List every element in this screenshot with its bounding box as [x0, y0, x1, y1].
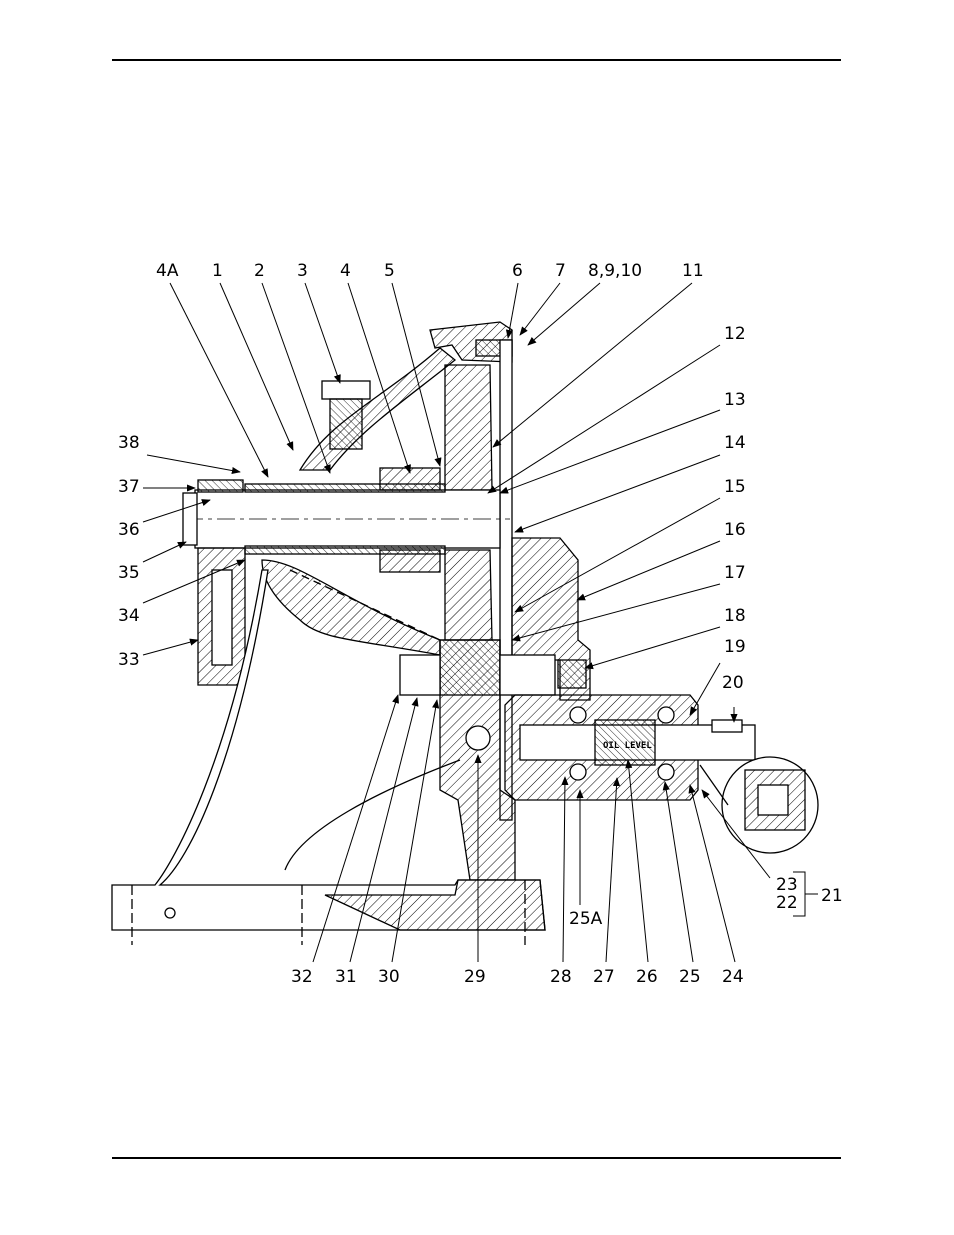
oil-sight	[466, 726, 490, 750]
head-cavity	[212, 570, 232, 665]
callout-20: 20	[722, 673, 744, 693]
callout-2: 2	[254, 261, 265, 281]
callout-19: 19	[724, 637, 746, 657]
seal-detail-lip	[758, 785, 788, 815]
callout-5: 5	[384, 261, 395, 281]
callout-15: 15	[724, 477, 746, 497]
callout-4: 4	[340, 261, 351, 281]
drawing-body	[112, 322, 818, 945]
callout-3: 3	[297, 261, 308, 281]
idler-bottom	[380, 550, 440, 572]
pump-body	[445, 365, 492, 490]
callout-29: 29	[464, 967, 486, 987]
collar	[198, 480, 243, 492]
callout-18: 18	[724, 606, 746, 626]
callout-17: 17	[724, 563, 746, 583]
bearing-right-bottom	[658, 764, 674, 780]
callout-6: 6	[512, 261, 523, 281]
callout-27: 27	[593, 967, 615, 987]
callout-26: 26	[636, 967, 658, 987]
pump-body-lower	[445, 550, 492, 640]
callout-37: 37	[118, 477, 140, 497]
callout-13: 13	[724, 390, 746, 410]
oil-level-label: OIL LEVEL	[603, 741, 652, 751]
sleeve-30	[400, 655, 440, 695]
bearing-left-bottom	[570, 764, 586, 780]
plug-body	[330, 399, 362, 449]
callout-36: 36	[118, 520, 140, 540]
callout-4a: 4A	[156, 261, 179, 281]
callout-1: 1	[212, 261, 223, 281]
callout-32: 32	[291, 967, 313, 987]
bearing-left-top	[570, 707, 586, 723]
callout-33: 33	[118, 650, 140, 670]
callout-23: 23	[776, 875, 798, 895]
plug-18	[558, 660, 586, 688]
callout-11: 11	[682, 261, 704, 281]
callout-28: 28	[550, 967, 572, 987]
coupling	[500, 655, 555, 695]
shaft-end	[183, 493, 197, 545]
callout-35: 35	[118, 563, 140, 583]
bracket-arm	[262, 560, 440, 655]
callout-16: 16	[724, 520, 746, 540]
base-mark	[165, 908, 175, 918]
plug-hex	[322, 381, 370, 399]
casing-arm	[300, 348, 455, 470]
callout-25: 25	[679, 967, 701, 987]
callout-38: 38	[118, 433, 140, 453]
callout-14: 14	[724, 433, 746, 453]
bearing-right-top	[658, 707, 674, 723]
callout-12: 12	[724, 324, 746, 344]
seal-detail-leader	[700, 765, 728, 805]
callout-21: 21	[821, 886, 843, 906]
idler-top	[380, 468, 440, 490]
pinion	[440, 640, 500, 695]
callout-25a: 25A	[569, 909, 603, 929]
callout-34: 34	[118, 606, 140, 626]
callout-22: 22	[776, 893, 798, 913]
callout-7: 7	[555, 261, 566, 281]
callout-8-9-10: 8,9,10	[588, 261, 642, 281]
callout-30: 30	[378, 967, 400, 987]
callout-24: 24	[722, 967, 744, 987]
key-20	[712, 720, 742, 732]
callout-31: 31	[335, 967, 357, 987]
